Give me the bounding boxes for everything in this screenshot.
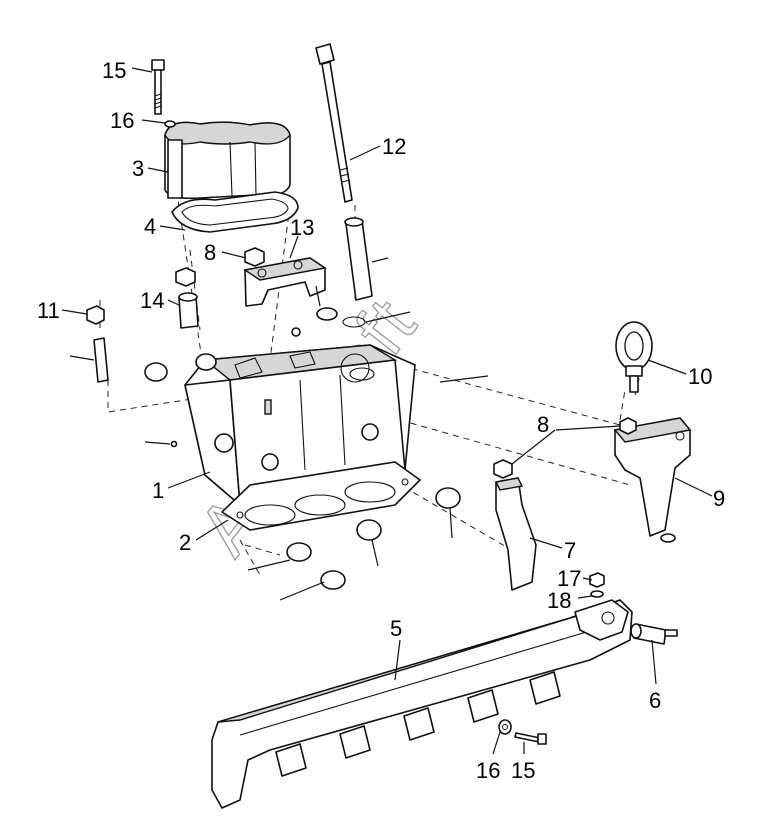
sleeve-seals bbox=[316, 307, 375, 381]
callout-15-top: 15 bbox=[102, 58, 126, 83]
valve-cover-part bbox=[164, 121, 291, 200]
callout-18: 18 bbox=[547, 588, 571, 613]
sleeve-14 bbox=[178, 292, 199, 329]
callout-8-top: 8 bbox=[204, 240, 216, 265]
nut-8-top bbox=[244, 247, 265, 267]
plug-17-18 bbox=[589, 572, 605, 598]
alignment-line-2 bbox=[239, 539, 281, 576]
pin-6 bbox=[630, 623, 678, 645]
callout-8-right: 8 bbox=[537, 412, 549, 437]
fuel-rail-ports bbox=[275, 671, 561, 777]
alignment-line-14 bbox=[189, 249, 201, 331]
callout-14: 14 bbox=[140, 288, 164, 313]
callout-6: 6 bbox=[649, 688, 661, 713]
lever-7 bbox=[493, 459, 537, 591]
callout-5: 5 bbox=[390, 616, 402, 641]
callout-11: 11 bbox=[37, 298, 60, 323]
callout-16-top: 16 bbox=[110, 108, 134, 133]
callout-4: 4 bbox=[144, 214, 156, 239]
callout-1: 1 bbox=[152, 478, 164, 503]
bolt-15-top bbox=[151, 59, 176, 128]
leader-lines bbox=[61, 67, 713, 755]
washer-16-bottom bbox=[498, 719, 512, 735]
callout-12: 12 bbox=[382, 134, 406, 159]
alignment-line-9b bbox=[379, 359, 621, 426]
head-gasket-part bbox=[221, 461, 421, 531]
callout-labels: 15 16 3 4 8 13 12 11 14 10 8 9 1 2 7 17 … bbox=[37, 58, 725, 783]
callout-16-bottom: 16 bbox=[476, 758, 500, 783]
lifting-eye-10 bbox=[615, 321, 653, 393]
callout-9: 9 bbox=[713, 486, 725, 511]
nut-sleeve-11 bbox=[86, 305, 109, 383]
bolt-15-bottom bbox=[514, 732, 547, 745]
cup-plugs bbox=[144, 327, 461, 590]
cover-gasket-part bbox=[171, 191, 299, 233]
callout-10: 10 bbox=[688, 364, 712, 389]
injector-sleeve bbox=[344, 217, 373, 301]
cylinder-head-part bbox=[184, 344, 416, 506]
callout-13: 13 bbox=[290, 215, 314, 240]
alignment-line-9a bbox=[399, 419, 631, 486]
bracket-9 bbox=[613, 417, 692, 543]
callout-15-bottom: 15 bbox=[511, 758, 535, 783]
fuel-rail-5 bbox=[211, 599, 633, 809]
callout-2: 2 bbox=[179, 530, 191, 555]
callout-3: 3 bbox=[132, 156, 144, 181]
rocker-bracket-13 bbox=[243, 257, 327, 307]
callout-7: 7 bbox=[564, 538, 576, 563]
long-bolt-12 bbox=[315, 43, 353, 203]
nut-8-left bbox=[175, 267, 196, 287]
callout-17: 17 bbox=[557, 566, 581, 591]
